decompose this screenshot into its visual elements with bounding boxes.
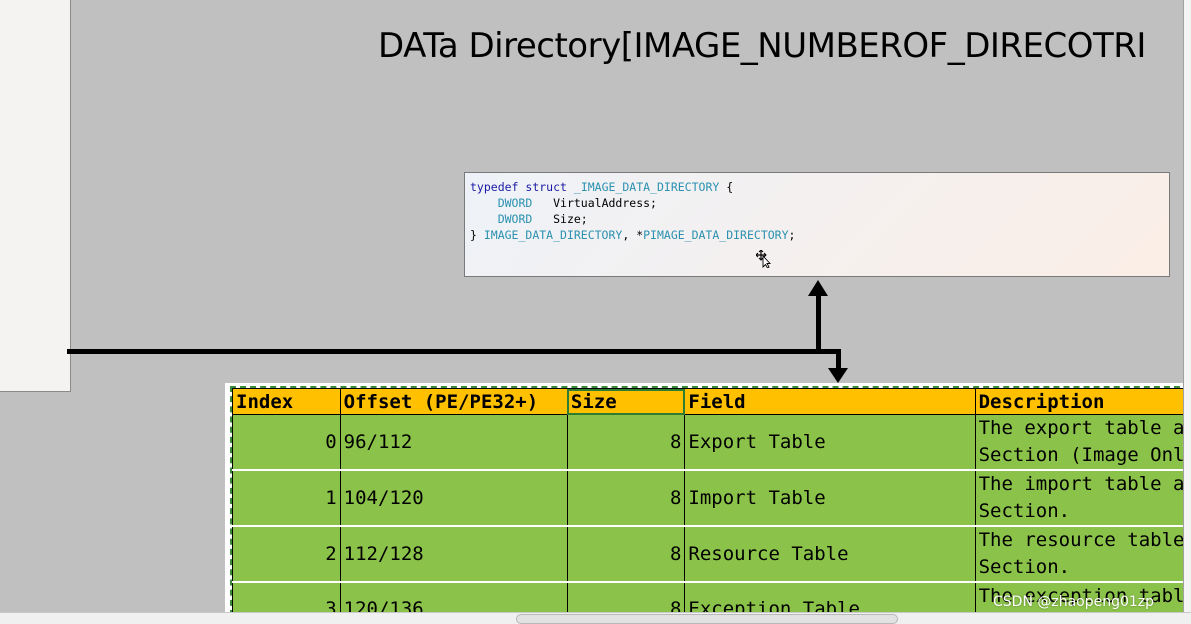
code-type: DWORD [497,212,533,226]
table-header-row: Index Offset (PE/PE32+) Size Field Descr… [232,388,1183,415]
description-line: Section. [978,556,1071,578]
cell-field[interactable]: Import Table [684,469,976,527]
horizontal-scrollbar[interactable] [0,612,1191,624]
slide-title: DATa Directory[IMAGE_NUMBEROF_DIRECOTRI [378,26,1146,66]
description-line: The import table a [978,473,1183,495]
cell-description[interactable]: The exception tabl [974,581,1183,612]
code-text: } [470,228,484,242]
description-line: Section (Image Onl [978,444,1183,466]
cell-offset[interactable]: 112/128 [339,525,568,583]
description-line: The export table a [978,417,1183,439]
code-snippet-box: typedef struct _IMAGE_DATA_DIRECTORY { D… [464,172,1170,277]
cell-description[interactable]: The import table a Section. [974,469,1183,527]
arrow-up-icon [808,280,828,296]
code-keyword: struct [525,180,567,194]
cell-size[interactable]: 8 [566,414,686,471]
data-directory-table: Index Offset (PE/PE32+) Size Field Descr… [232,388,1183,612]
table-row: 2 112/128 8 Resource Table The resource … [232,525,1183,583]
cell-size[interactable]: 8 [566,469,686,527]
code-text: , * [622,228,644,242]
code-text: { [719,180,734,194]
connector-line [67,349,841,354]
header-field[interactable]: Field [684,388,976,415]
data-directory-table-container[interactable]: Index Offset (PE/PE32+) Size Field Descr… [225,383,1183,612]
arrow-down-icon [828,368,848,383]
description-line: Section. [978,500,1071,522]
code-field: VirtualAddress; [553,196,657,210]
code-typedef-pointer-name: PIMAGE_DATA_DIRECTORY [643,228,789,242]
header-offset[interactable]: Offset (PE/PE32+) [339,388,568,415]
cell-field[interactable]: Export Table [684,414,976,471]
cell-index[interactable]: 1 [232,469,341,527]
cell-offset[interactable]: 96/112 [339,414,568,471]
cell-offset[interactable]: 104/120 [339,469,568,527]
header-size[interactable]: Size [566,388,686,415]
watermark-text: CSDN @zhaopeng01zp [993,594,1155,610]
cell-index[interactable]: 0 [232,414,341,471]
cell-index[interactable]: 3 [232,581,341,612]
code-type: DWORD [497,196,533,210]
cell-field[interactable]: Exception Table [684,581,976,612]
code-typedef-name: IMAGE_DATA_DIRECTORY [483,228,623,242]
left-pane [0,0,71,392]
code-struct-name: _IMAGE_DATA_DIRECTORY [573,180,720,194]
cell-offset[interactable]: 120/136 [339,581,568,612]
description-line: The exception tabl [978,585,1183,607]
description-line: The resource table [978,529,1183,551]
table-row: 0 96/112 8 Export Table The export table… [232,414,1183,471]
arrow-up-shaft [816,292,821,352]
table-selection-frame: Index Offset (PE/PE32+) Size Field Descr… [230,386,1183,612]
right-pane-edge [1183,0,1191,612]
cell-size[interactable]: 8 [566,581,686,612]
table-row: 3 120/136 8 Exception Table The exceptio… [232,581,1183,612]
table-row: 1 104/120 8 Import Table The import tabl… [232,469,1183,527]
code-field: Size; [553,212,588,226]
header-description[interactable]: Description [974,388,1183,415]
cell-index[interactable]: 2 [232,525,341,583]
header-index[interactable]: Index [232,388,341,415]
code-text: ; [788,228,796,242]
arrow-down-shaft [836,349,841,371]
cell-description[interactable]: The export table a Section (Image Onl [974,414,1183,471]
move-cursor-icon [756,250,772,268]
cell-size[interactable]: 8 [566,525,686,583]
code-keyword: typedef [470,180,519,194]
cell-field[interactable]: Resource Table [684,525,976,583]
